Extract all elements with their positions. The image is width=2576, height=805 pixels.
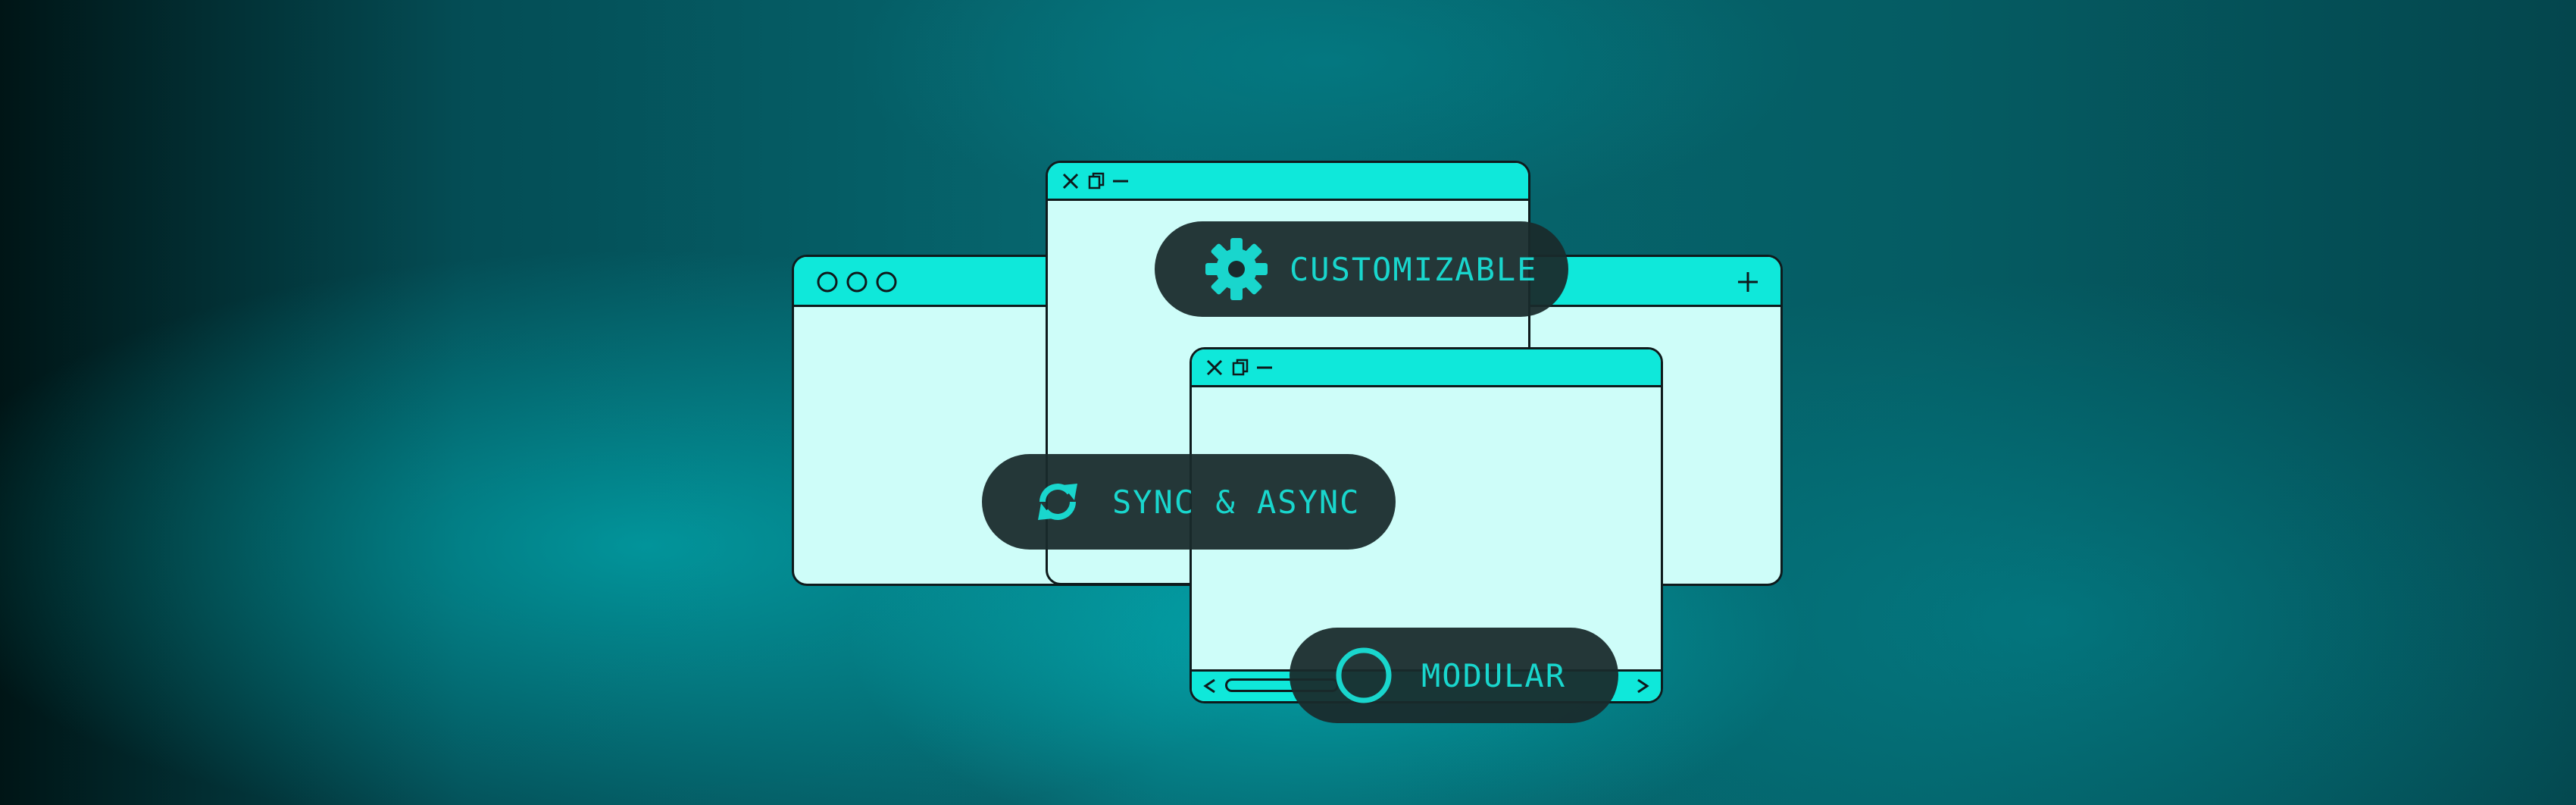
gear-icon: [1205, 238, 1268, 300]
front-window-titlebar: [1192, 349, 1661, 387]
middle-window-titlebar: [1048, 163, 1528, 201]
close-icon[interactable]: [1205, 359, 1224, 377]
customizable-label: CUSTOMIZABLE: [1290, 250, 1538, 288]
sync-async-badge: SYNC & ASYNC: [982, 454, 1396, 550]
sync-async-label: SYNC & ASYNC: [1112, 483, 1361, 521]
modular-badge: MODULAR: [1290, 628, 1618, 723]
chevron-left-icon[interactable]: [1201, 677, 1219, 695]
modular-label: MODULAR: [1421, 656, 1567, 694]
close-icon[interactable]: [1061, 172, 1080, 190]
window-dots-icon: [817, 271, 897, 293]
copy-icon[interactable]: [1087, 172, 1105, 190]
circle-icon: [1336, 647, 1392, 703]
copy-icon[interactable]: [1231, 359, 1249, 377]
customizable-badge: CUSTOMIZABLE: [1155, 221, 1568, 317]
sync-icon: [1038, 484, 1077, 520]
plus-icon[interactable]: [1735, 269, 1761, 295]
minimize-icon[interactable]: [1255, 359, 1274, 377]
chevron-right-icon[interactable]: [1633, 677, 1652, 695]
minimize-icon[interactable]: [1111, 172, 1130, 190]
